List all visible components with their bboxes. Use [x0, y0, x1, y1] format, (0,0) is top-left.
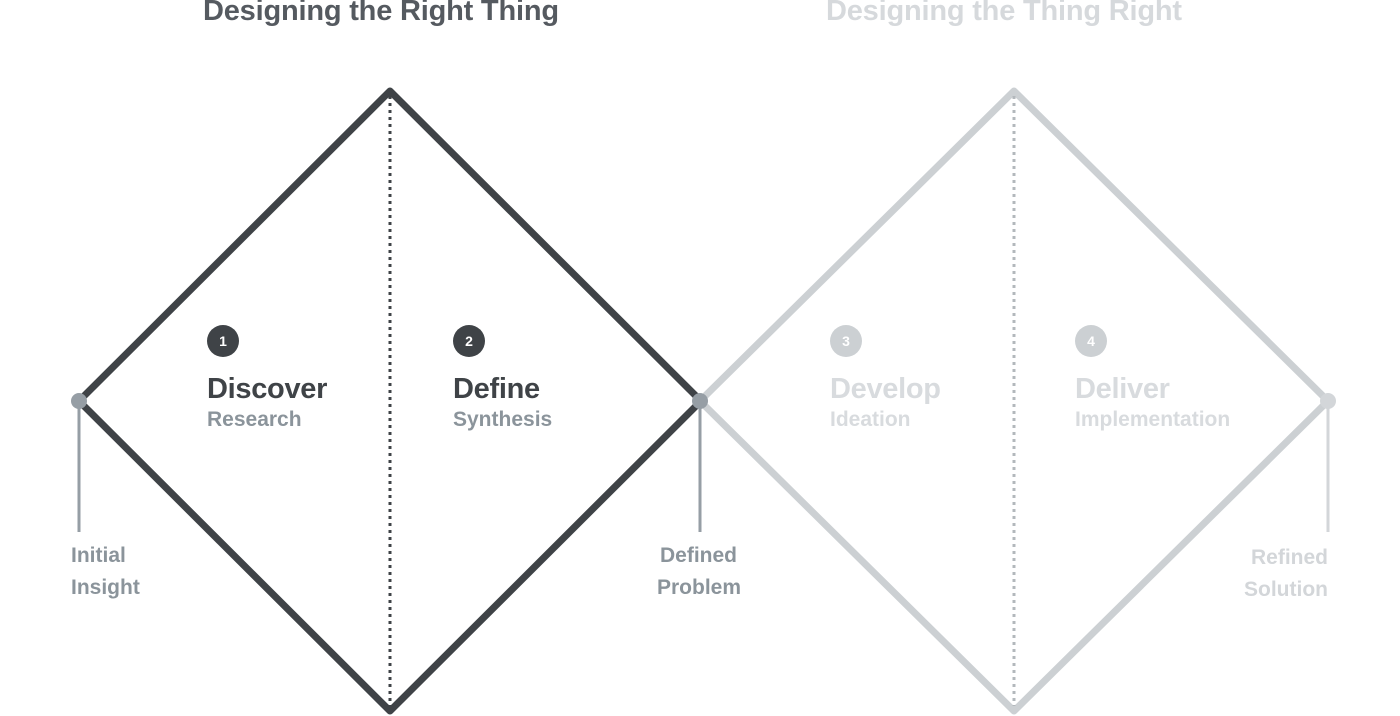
phase-name: Deliver	[1075, 373, 1170, 405]
refined-solution-dot	[1320, 393, 1336, 409]
initial-insight-label: Initial Insight	[71, 540, 140, 604]
phase-subtitle: Ideation	[830, 408, 911, 431]
designing-right-thing-title: Designing the Right Thing	[203, 0, 559, 27]
phase-name: Define	[453, 373, 540, 405]
discover-define-diamond	[75, 87, 705, 715]
phase-discover: 1 Discover Research	[207, 325, 327, 430]
phase-name: Discover	[207, 373, 328, 405]
defined-problem-label: Defined Problem	[657, 540, 741, 604]
phase-subtitle: Synthesis	[453, 408, 553, 431]
phase-number-badge: 3	[830, 325, 862, 357]
endpoint-label-line: Solution	[1244, 578, 1328, 601]
phase-develop: 3 Develop Ideation	[830, 325, 941, 430]
designing-thing-right-title: Designing the Thing Right	[826, 0, 1182, 27]
defined-problem-dot	[692, 393, 708, 409]
endpoint-label-line: Insight	[71, 576, 140, 599]
develop-deliver-diamond	[696, 87, 1332, 715]
phase-number-badge: 1	[207, 325, 239, 357]
endpoint-label-line: Problem	[657, 576, 742, 599]
phase-number-badge: 4	[1075, 325, 1107, 357]
endpoint-label-line: Initial	[71, 544, 126, 567]
endpoint-label-line: Defined	[660, 544, 738, 567]
phase-define: 2 Define Synthesis	[453, 325, 552, 430]
phase-subtitle: Implementation	[1075, 408, 1231, 431]
endpoint-label-line: Refined	[1250, 546, 1328, 569]
phase-name: Develop	[830, 373, 941, 405]
initial-insight-dot	[71, 393, 87, 409]
phase-subtitle: Research	[207, 408, 302, 431]
refined-solution-label: Refined Solution	[1244, 542, 1328, 606]
phase-deliver: 4 Deliver Implementation	[1075, 325, 1230, 430]
phase-number-badge: 2	[453, 325, 485, 357]
